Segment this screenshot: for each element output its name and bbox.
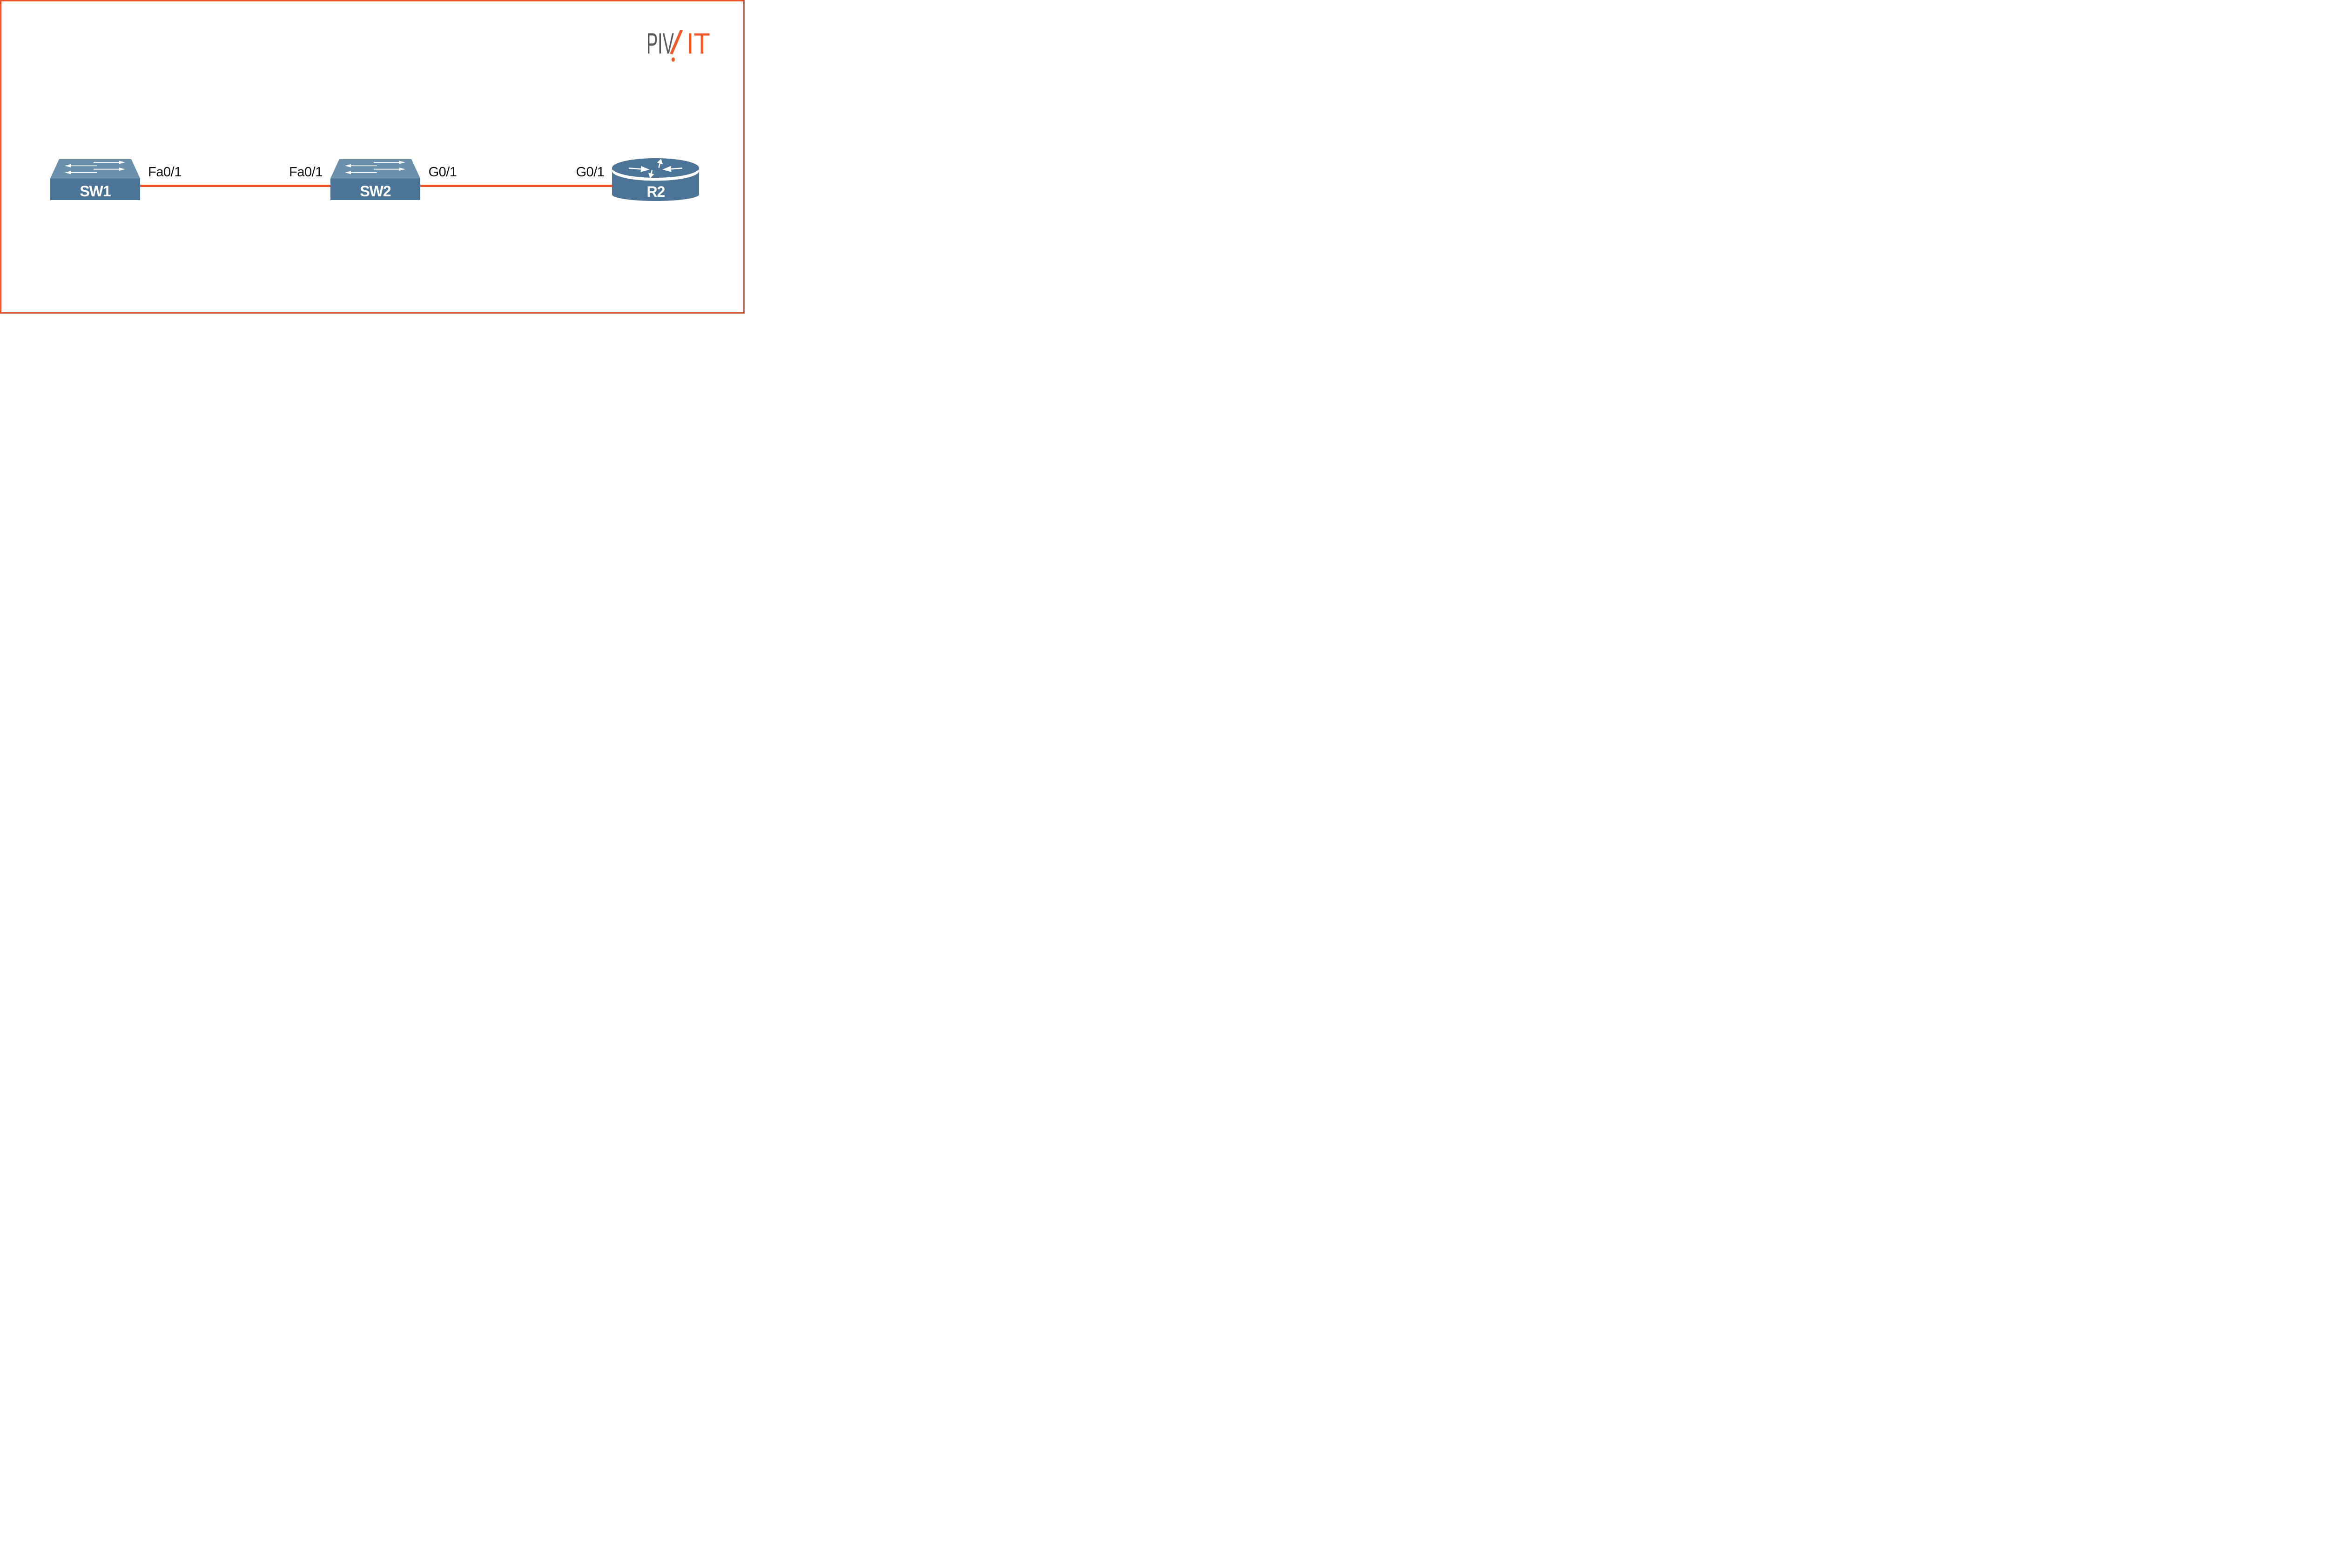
router-arrows-icon — [628, 159, 683, 178]
logo-text-piv: PIV — [646, 30, 674, 60]
switch-sw1-icon: SW1 — [50, 159, 140, 200]
router-top-face — [612, 158, 699, 178]
switch-front-face — [50, 178, 140, 200]
switch-front-face — [330, 178, 420, 200]
device-label-r2: R2 — [647, 183, 665, 200]
switch-sw2-icon: SW2 — [330, 159, 420, 200]
interface-label-r2-g01: G0/1 — [576, 165, 605, 180]
device-label-sw2: SW2 — [360, 183, 391, 200]
switch-traffic-arrows-icon — [65, 161, 125, 174]
logo-text-it: IT — [686, 30, 710, 60]
switch-traffic-arrows-icon — [345, 161, 405, 174]
logo-slash-icon — [670, 30, 683, 55]
interface-label-sw2-fa01: Fa0/1 — [289, 165, 323, 180]
device-label-sw1: SW1 — [80, 183, 111, 200]
diagram-canvas: PIV IT SW1 — [0, 0, 745, 314]
router-r2-icon: R2 — [612, 158, 699, 201]
pivit-logo: PIV IT — [646, 30, 710, 62]
interface-label-sw1-fa01: Fa0/1 — [148, 165, 182, 180]
interface-label-sw2-g01: G0/1 — [428, 165, 457, 180]
logo-dot-icon — [671, 57, 675, 62]
router-body-bottom — [612, 188, 699, 201]
